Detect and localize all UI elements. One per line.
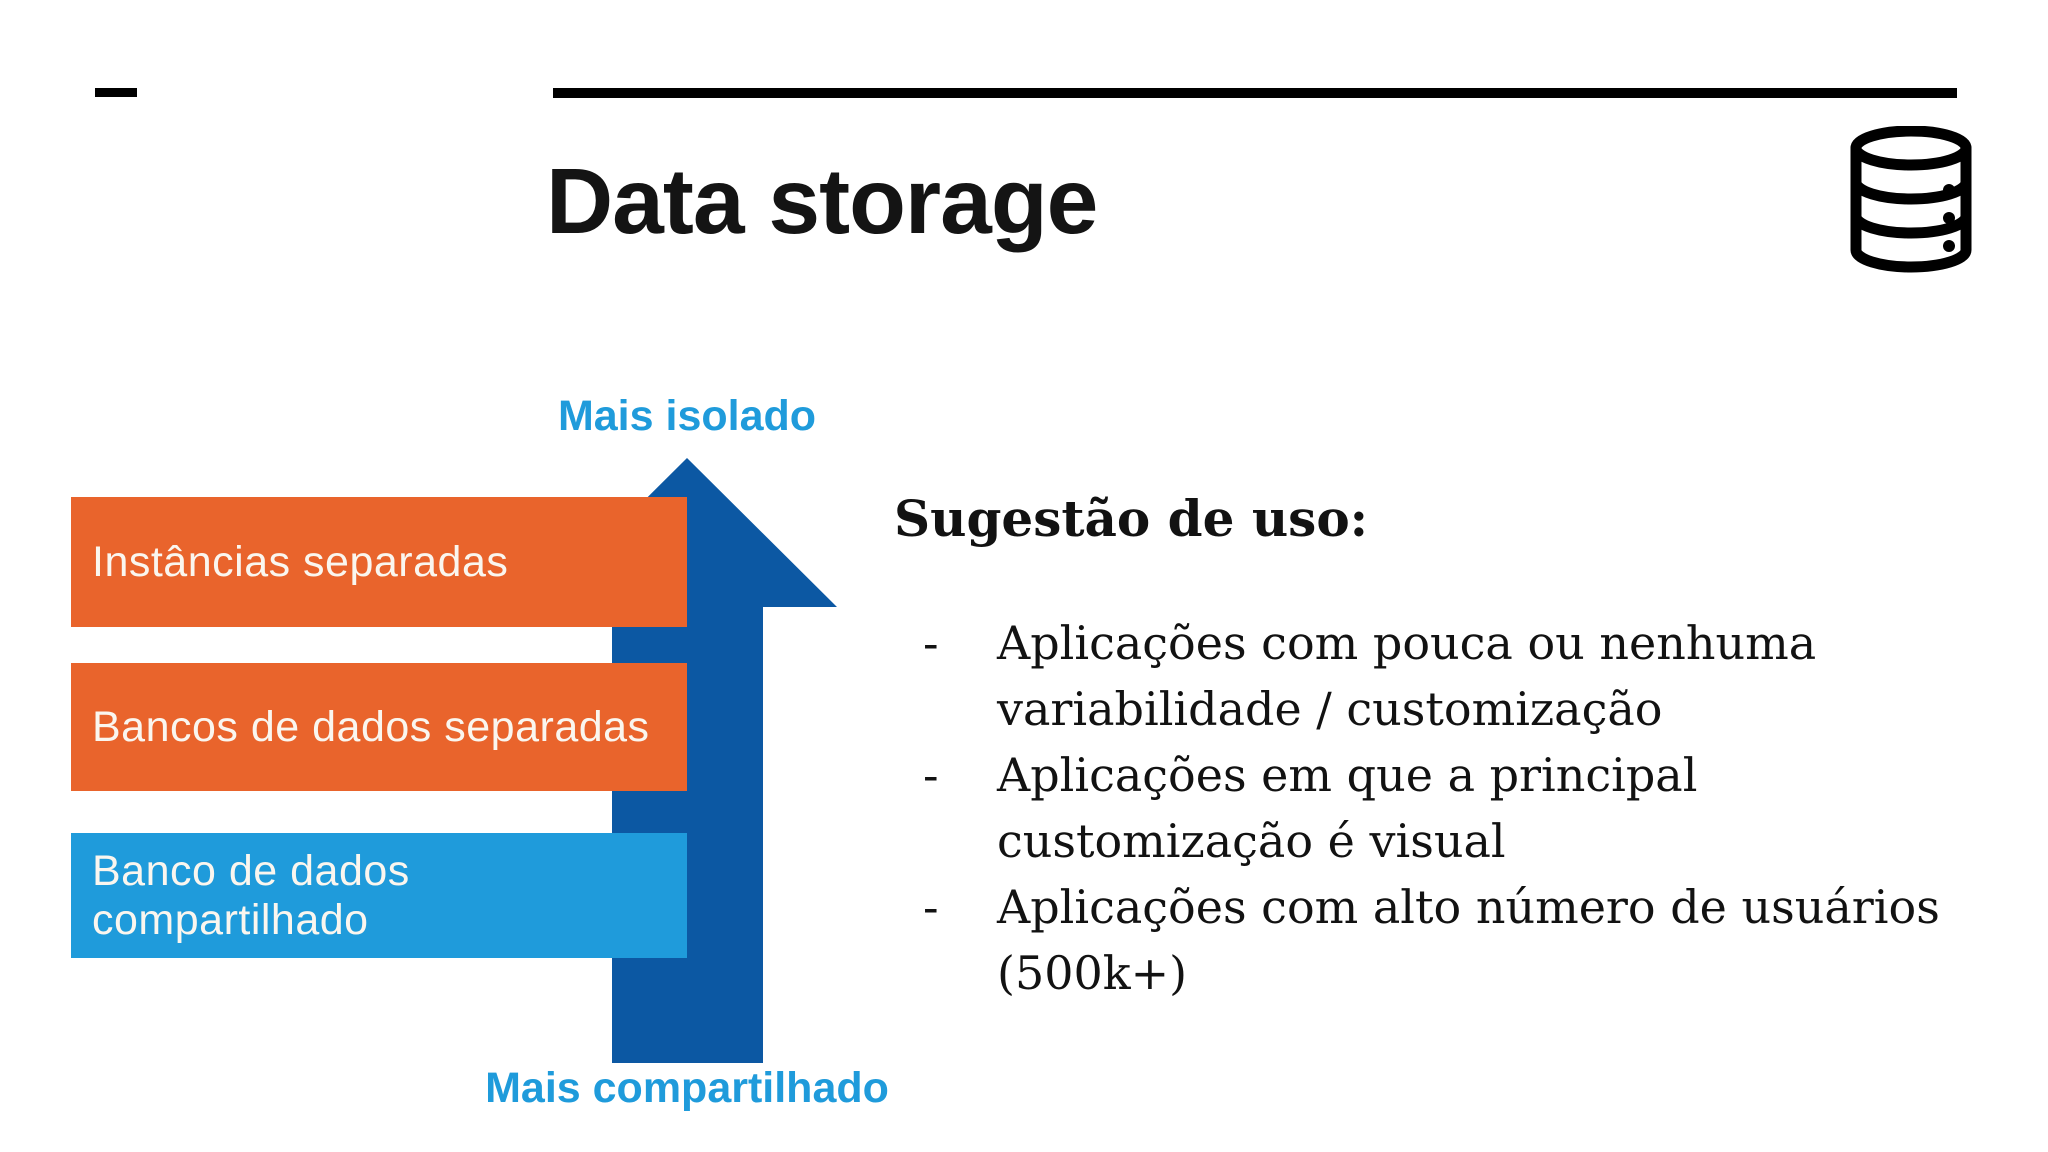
list-marker: - <box>923 616 939 670</box>
bar-separate-instances: Instâncias separadas <box>71 497 687 627</box>
axis-label-more-isolated: Mais isolado <box>557 392 817 440</box>
bar-label: Instâncias separadas <box>92 537 509 586</box>
suggestions-heading: Sugestão de uso: <box>894 489 1369 548</box>
suggestions-list: - Aplicações com pouca ou nenhuma variab… <box>894 610 2044 1006</box>
bar-shared-database: Banco de dados compartilhado <box>71 833 687 958</box>
page-title: Data storage <box>546 149 1098 253</box>
list-item: - Aplicações com alto número de usuários… <box>894 874 2044 1006</box>
bar-label: Banco de dados compartilhado <box>92 846 410 944</box>
list-marker: - <box>923 880 939 934</box>
list-marker: - <box>923 748 939 802</box>
database-icon <box>1850 126 1972 273</box>
suggestions-section: Sugestão de uso: - Aplicações com pouca … <box>894 490 2044 1006</box>
list-item: - Aplicações com pouca ou nenhuma variab… <box>894 610 2044 742</box>
list-item-text: Aplicações em que a principal customizaç… <box>997 748 1698 868</box>
list-item-text: Aplicações com alto número de usuários (… <box>997 880 1940 1000</box>
axis-label-more-shared: Mais compartilhado <box>485 1064 889 1112</box>
bar-separate-databases: Bancos de dados separadas <box>71 663 687 791</box>
list-item-text: Aplicações com pouca ou nenhuma variabil… <box>997 616 1817 736</box>
bar-label: Bancos de dados separadas <box>92 702 650 751</box>
header-rule <box>553 88 1957 98</box>
list-item: - Aplicações em que a principal customiz… <box>894 742 2044 874</box>
accent-dash <box>95 88 137 97</box>
